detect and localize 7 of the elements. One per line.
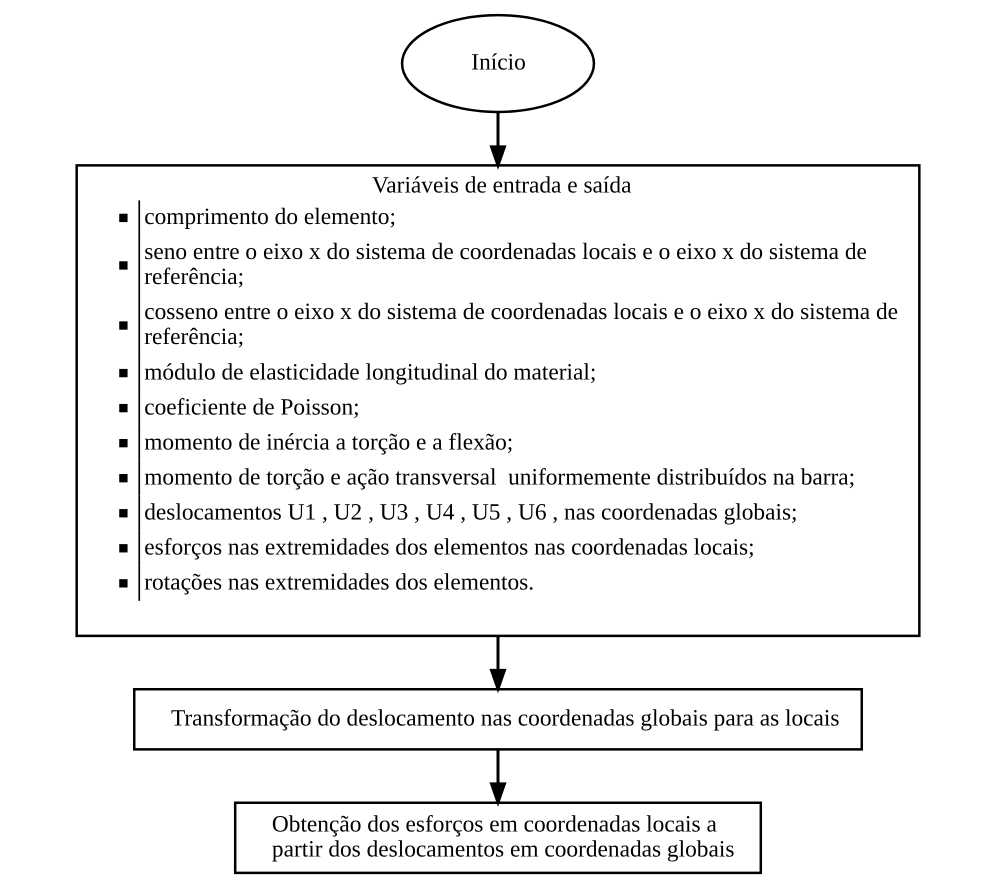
node-box: Obtenção dos esforços em coordenadas locais a partir dos deslocamentos em coordenadas globais	[233, 802, 762, 874]
node-ellipse: Início	[400, 14, 595, 114]
node-box: Variáveis de entrada e saída comprimento do elemento; seno entre o eixo x do sistema de coordenadas locais e o eixo x do sistema de referência; cosseno entre o eixo x do sistema de coordenadas locais e o eixo x do sistema de referência; módulo de elasticidade longitudinal do material; coeficiente de Poisson; momento de inércia a torção e a flexão; momento de torção e ação transversal uniformemente distribuídos na barra; deslocamentos U1 , U2 , U3 , U4 , U5 , U6 , nas coordenadas globais; esforços nas extremidades dos elementos nas coordenadas locais; rotações nas extremidades dos elementos.	[74, 164, 920, 638]
arrow	[488, 749, 506, 807]
node-box: Transformação do deslocamento nas coordenadas globais para as locais	[132, 688, 863, 751]
arrow	[488, 112, 506, 170]
arrow	[488, 636, 506, 694]
